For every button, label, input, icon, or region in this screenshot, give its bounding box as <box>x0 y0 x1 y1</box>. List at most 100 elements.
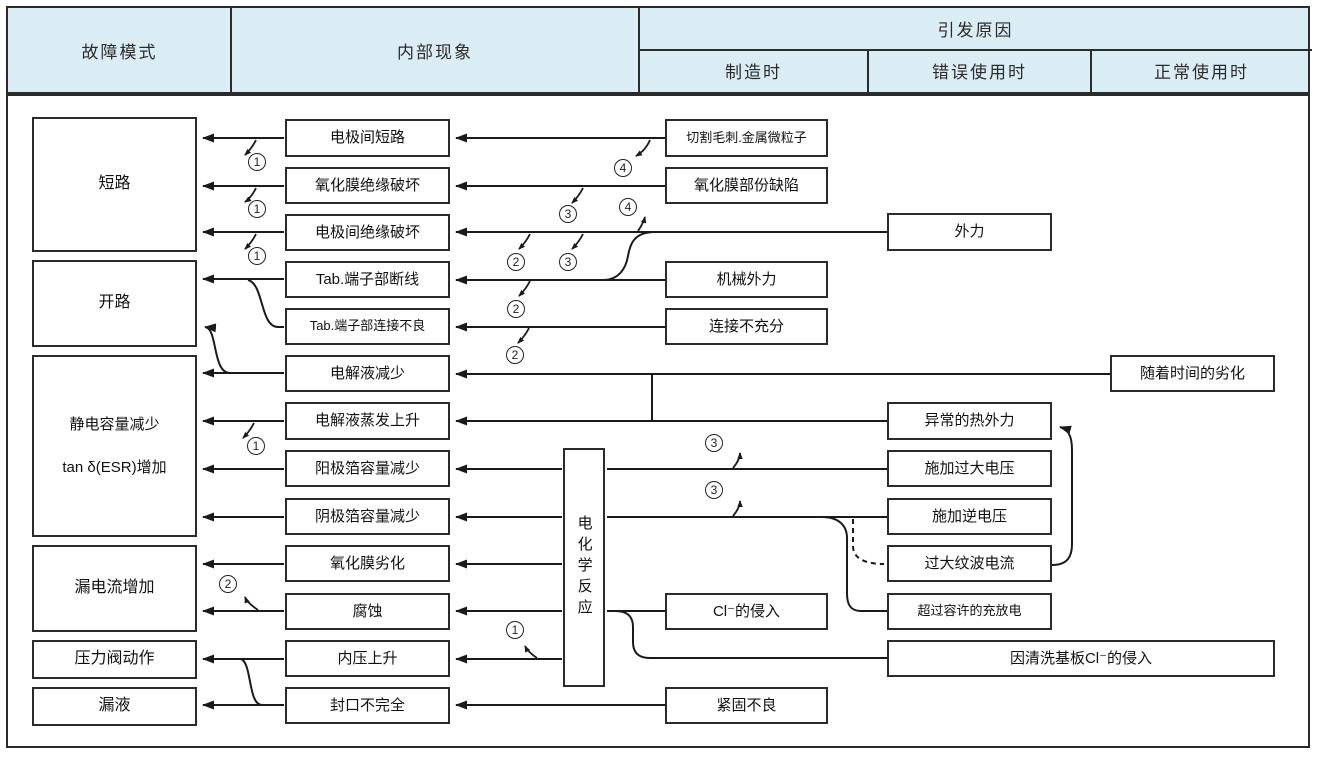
ref-hook-up-4 <box>637 216 647 232</box>
ref-circle-3: 3 <box>705 434 723 452</box>
box-label: 阴极箔容量减少 <box>314 507 420 525</box>
merge-seal-to-valve <box>240 658 263 706</box>
box-excess-ripple-current: 过大纹波电流 <box>887 545 1052 582</box>
box-short-circuit: 短路 <box>32 117 197 252</box>
ref-circle-1: 1 <box>248 153 266 171</box>
box-mechanical-force: 机械外力 <box>665 261 828 298</box>
box-label: 漏电流增加 <box>74 579 155 597</box>
box-label: 腐蚀 <box>352 602 383 620</box>
box-label: 电解液减少 <box>329 364 405 382</box>
dashed-ripple-link <box>852 519 885 565</box>
box-capacitance-loss: 静电容量减少 tan δ(ESR)增加 <box>32 355 197 537</box>
ref-circle-1: 1 <box>248 247 266 265</box>
box-label: 氧化膜部份缺陷 <box>693 176 799 194</box>
box-label: 紧固不良 <box>716 696 777 714</box>
ref-hook-1 <box>242 422 255 439</box>
box-label: 电极间短路 <box>329 129 405 147</box>
ref-circle-2: 2 <box>219 575 237 593</box>
box-pressure-valve: 压力阀动作 <box>32 640 197 679</box>
ref-hook-up-2 <box>244 596 259 611</box>
header-divider <box>867 49 869 92</box>
box-oxide-insulation-fail: 氧化膜绝缘破坏 <box>285 167 450 204</box>
box-anode-foil-loss: 阳极箔容量减少 <box>285 450 450 487</box>
ref-circle-2: 2 <box>507 300 525 318</box>
box-poor-fastening: 紧固不良 <box>665 687 828 724</box>
box-overvoltage: 施加过大电压 <box>887 450 1052 487</box>
box-label: 静电容量减少 <box>69 415 160 433</box>
box-cutting-burr-particles: 切割毛刺.金属微粒子 <box>665 119 828 157</box>
box-label: 内压上升 <box>337 649 398 667</box>
ref-hook-2 <box>518 233 531 250</box>
box-label: Tab.端子部连接不良 <box>309 318 426 334</box>
box-label: 压力阀动作 <box>74 650 155 668</box>
header-cause-mfg: 制造时 <box>725 63 782 82</box>
header-table: 故障模式 内部现象 引发原因 制造时 错误使用时 正常使用时 <box>6 6 1312 94</box>
box-electrochemical-reaction: 电化学反应 <box>563 448 605 687</box>
ref-circle-3: 3 <box>559 253 577 271</box>
header-cause-misuse: 错误使用时 <box>932 63 1027 82</box>
ref-circle-1: 1 <box>247 437 265 455</box>
box-internal-pressure-rise: 内压上升 <box>285 640 450 677</box>
box-label: 超过容许的充放电 <box>917 603 1022 619</box>
header-divider <box>638 49 1312 51</box>
box-label: 电极间绝缘破坏 <box>314 223 420 241</box>
box-label: 连接不充分 <box>708 317 784 335</box>
box-label: 随着时间的劣化 <box>1139 364 1245 382</box>
box-cathode-foil-loss: 阴极箔容量减少 <box>285 498 450 535</box>
box-abnormal-heat: 异常的热外力 <box>887 402 1052 440</box>
header-divider <box>230 8 232 92</box>
ref-circle-3: 3 <box>705 481 723 499</box>
ref-circle-2: 2 <box>506 346 524 364</box>
box-tab-terminal-poor-contact: Tab.端子部连接不良 <box>285 308 450 345</box>
header-cause-normal: 正常使用时 <box>1154 63 1249 82</box>
box-overcharge-discharge: 超过容许的充放电 <box>887 593 1052 630</box>
box-label: 短路 <box>98 175 131 193</box>
box-label: 氧化膜劣化 <box>329 554 405 572</box>
box-label: 异常的热外力 <box>924 412 1015 430</box>
ref-hook-1 <box>244 187 257 203</box>
ref-hook-2 <box>517 327 530 344</box>
box-label: 机械外力 <box>716 270 777 288</box>
ref-hook-2 <box>518 280 531 297</box>
box-label: 外力 <box>954 223 985 241</box>
ref-hook-4 <box>635 139 651 157</box>
merge-board-wash-to-chloride-line <box>614 610 887 659</box>
ref-hook-3 <box>571 187 584 204</box>
ref-circle-4: 4 <box>619 198 637 216</box>
box-label: 阳极箔容量减少 <box>314 459 420 477</box>
box-board-wash-chloride: 因清洗基板Cl⁻的侵入 <box>887 640 1275 677</box>
box-insufficient-connection: 连接不充分 <box>665 308 828 345</box>
box-leakage-current: 漏电流增加 <box>32 545 197 632</box>
header-cause: 引发原因 <box>937 21 1014 40</box>
box-label: 封口不完全 <box>329 696 405 714</box>
box-label: Tab.端子部断线 <box>315 270 420 288</box>
ref-circle-2: 2 <box>507 253 525 271</box>
box-label: 切割毛刺.金属微粒子 <box>686 129 807 145</box>
ref-hook-3 <box>571 233 584 250</box>
box-external-force: 外力 <box>887 213 1052 251</box>
header-internal-phenomenon: 内部现象 <box>397 42 473 62</box>
merge-tab-contact-to-open <box>247 279 284 328</box>
arrow-ripple-to-heat <box>1051 425 1073 566</box>
box-label: 漏液 <box>98 697 131 715</box>
box-label: 电解液蒸发上升 <box>314 412 420 430</box>
box-tab-terminal-break: Tab.端子部断线 <box>285 261 450 298</box>
ref-circle-3: 3 <box>559 205 577 223</box>
ref-hook-up-3 <box>732 500 743 517</box>
header-failure-mode: 故障模式 <box>81 42 158 62</box>
box-label: 因清洗基板Cl⁻的侵入 <box>1009 649 1153 667</box>
box-corrosion: 腐蚀 <box>285 593 450 630</box>
header-divider <box>1090 49 1092 92</box>
branch-force-to-tab-break <box>602 231 656 281</box>
box-oxide-partial-defect: 氧化膜部份缺陷 <box>665 167 828 204</box>
ref-hook-1 <box>244 139 257 156</box>
merge-overcharge-to-reverse-line <box>821 516 887 612</box>
box-label: 过大纹波电流 <box>924 554 1015 572</box>
box-electrode-insulation-fail: 电极间绝缘破坏 <box>285 214 450 251</box>
arrow-electrolyte-to-open <box>204 323 231 374</box>
box-oxide-degradation: 氧化膜劣化 <box>285 545 450 582</box>
box-liquid-leak: 漏液 <box>32 687 197 726</box>
box-label: 氧化膜绝缘破坏 <box>314 176 420 194</box>
ref-circle-4: 4 <box>614 159 632 177</box>
